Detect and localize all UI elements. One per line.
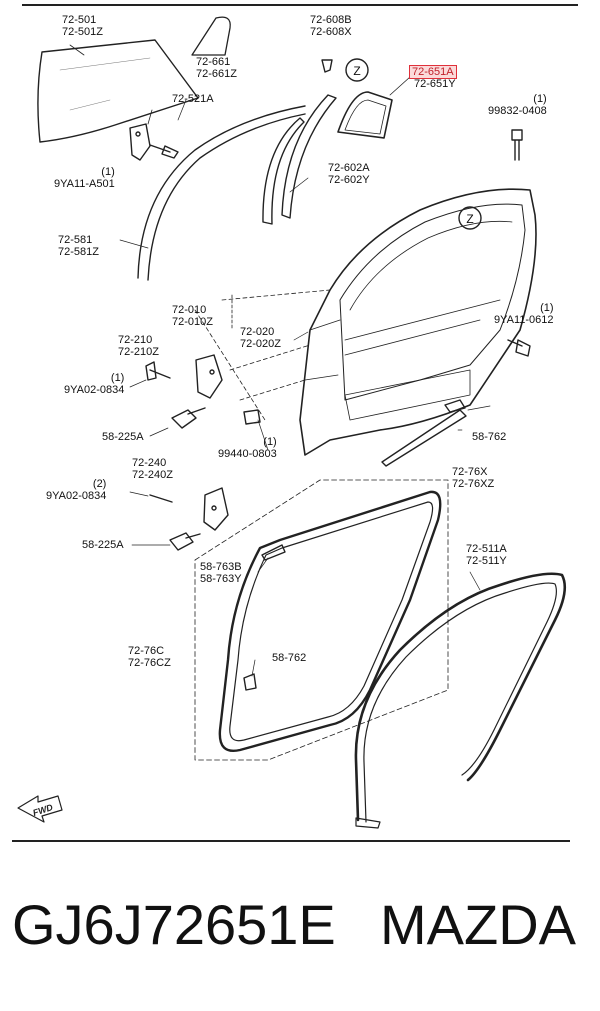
label-9ya02-0834-a: (1)9YA02-0834 (64, 372, 125, 396)
bolt-99832 (511, 129, 523, 161)
nut-99440 (243, 409, 261, 425)
label-58225a-lower: 58-225A (82, 539, 124, 551)
door-weatherstrip (354, 572, 567, 822)
label-58762-upper: 58-762 (472, 431, 507, 443)
bolt-58225a-upper (171, 407, 206, 429)
fwd-arrow-icon (17, 795, 63, 823)
door-opening-seal (218, 490, 442, 752)
outer-belt-strip (381, 409, 467, 467)
garnish-72651 (337, 91, 393, 139)
run-channel (262, 117, 305, 225)
bolt-9ya02-b (149, 494, 173, 503)
label-9ya02-0834-b: (2)9YA02-0834 (46, 478, 107, 502)
z-marker-2: Z (466, 212, 473, 226)
clip-72608 (321, 59, 333, 73)
label-58762-lower: 58-762 (272, 652, 307, 664)
bolt-58225a-lower (169, 532, 201, 551)
label-58225a-upper: 58-225A (102, 431, 144, 443)
brand-name: MAZDA (380, 893, 576, 956)
quarter-glass (191, 16, 231, 56)
label-9ya11-a501: (1)9YA11-A501 (54, 166, 115, 190)
upper-hinge (195, 354, 223, 399)
clip-58762-lower (243, 673, 257, 691)
glass-bracket (129, 123, 151, 161)
belt-moulding-outer (137, 105, 306, 279)
bolt-9ya110612 (507, 339, 531, 357)
bolt-9ya11 (149, 144, 179, 159)
z-marker-1: Z (353, 64, 360, 78)
highlighted-part-72651a: 72-651A (409, 65, 457, 79)
label-72521: 72-521A (172, 93, 214, 105)
bolt-9ya02-a (145, 361, 171, 381)
top-rule (22, 4, 578, 6)
door-glass (37, 39, 199, 143)
door-shell (299, 188, 537, 456)
caption: GJ6J72651E MAZDA (12, 892, 592, 972)
exploded-door-diagram: FWD Z Z (17, 16, 567, 829)
label-99440: (1)99440-0803 (218, 436, 277, 460)
part-number: GJ6J72651E (12, 893, 336, 956)
label-99832: (1)99832-0408 (488, 93, 547, 117)
lower-hinge (203, 487, 229, 531)
clip-58763 (261, 544, 286, 561)
bottom-rule (12, 840, 570, 842)
label-9ya11-0612: (1)9YA11-0612 (494, 302, 554, 326)
